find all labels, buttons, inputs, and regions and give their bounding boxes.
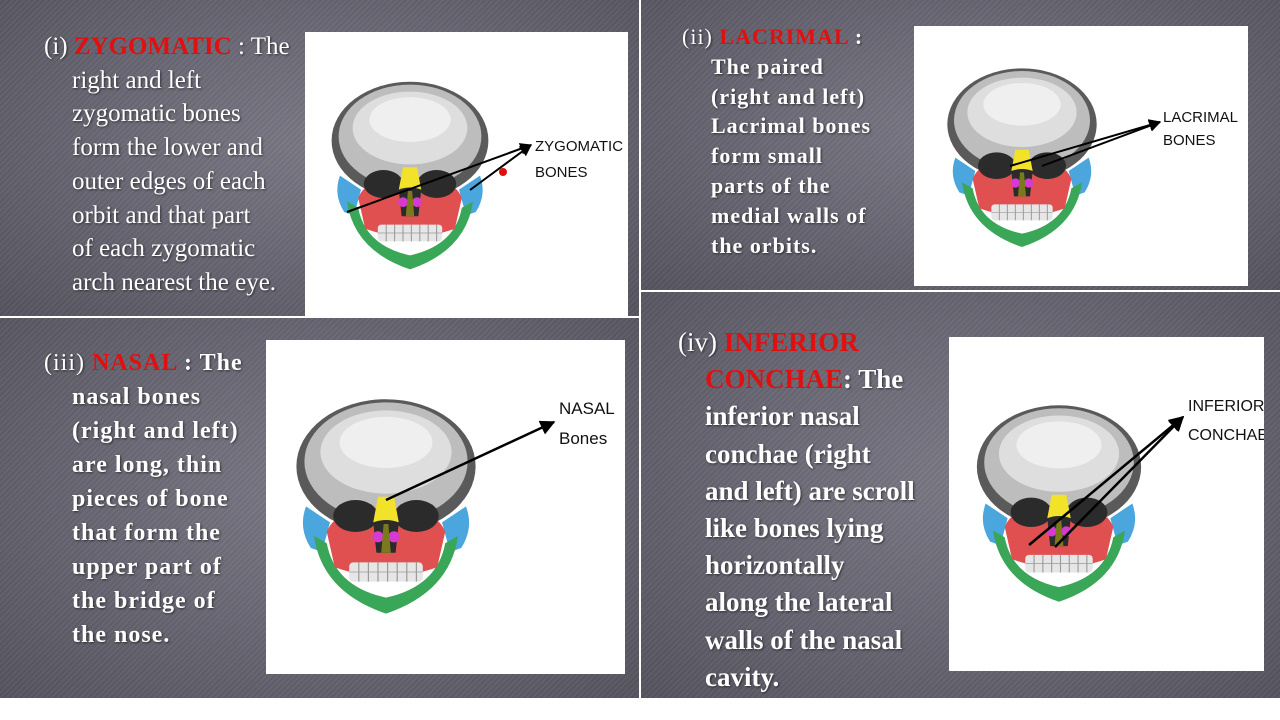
lacrimal-line-4: form small (711, 143, 824, 169)
lacrimal-number: (ii) (682, 24, 713, 49)
zygomatic-line-3: form the lower and (72, 134, 263, 162)
nasal-line-7: the bridge of (72, 588, 216, 614)
nasal-line-0: : The (177, 350, 243, 376)
lacrimal-arrow-left (1009, 119, 1162, 167)
panel-inferior-conchae: (iv) INFERIOR CONCHAE: The inferior nasa… (641, 292, 1280, 698)
conchae-skull-figure: INFERIOR CONCHAE (949, 337, 1264, 671)
nasal-heading: NASAL (92, 350, 178, 376)
conchae-heading-2: CONCHAE (705, 364, 844, 395)
conchae-description: (iv) INFERIOR CONCHAE: The inferior nasa… (678, 324, 915, 696)
zygomatic-heading: ZYGOMATIC (73, 33, 232, 60)
nasal-skull-diagram: NASAL Bones (295, 398, 615, 615)
nasal-line-3: are long, thin (72, 452, 223, 478)
zygomatic-line-7: arch nearest the eye. (72, 268, 277, 296)
nasal-description: (iii) NASAL : The nasal bones (right and… (44, 346, 243, 652)
lacrimal-line-3: Lacrimal bones (711, 113, 872, 139)
zygomatic-line-1: right and left (72, 66, 202, 94)
conchae-skull-diagram: INFERIOR CONCHAE (976, 398, 1264, 603)
lacrimal-line-5: parts of the (711, 172, 831, 198)
zygomatic-line-5: orbit and that part (72, 201, 251, 229)
nasal-line-5: that form the (72, 520, 221, 546)
conchae-line-8: cavity. (705, 661, 780, 692)
conchae-line-0: : The (843, 364, 904, 395)
lacrimal-skull-figure: LACRIMAL BONES (914, 26, 1248, 286)
lacrimal-line-0: : (848, 24, 864, 49)
lacrimal-arrow-right (1041, 120, 1162, 167)
nasal-figure-label-1: NASAL (559, 399, 615, 418)
lacrimal-description: (ii) LACRIMAL : The paired (right and le… (682, 22, 871, 260)
nasal-number: (iii) (44, 350, 85, 376)
lacrimal-line-7: the orbits. (711, 232, 818, 258)
nasal-line-8: the nose. (72, 622, 171, 648)
lacrimal-line-2: (right and left) (711, 83, 866, 109)
conchae-line-6: along the lateral (705, 587, 893, 618)
conchae-line-7: walls of the nasal (705, 624, 903, 655)
zygomatic-skull-diagram: ZYGOMATIC BONES (330, 81, 623, 271)
pointer-dot (499, 168, 507, 176)
zygomatic-line-4: outer edges of each (72, 167, 266, 195)
conchae-number: (iv) (678, 327, 717, 357)
zygomatic-number: (i) (44, 33, 68, 60)
zygomatic-figure-label-1: ZYGOMATIC (535, 138, 623, 155)
zygomatic-skull-figure: ZYGOMATIC BONES (305, 32, 628, 316)
conchae-heading-1: INFERIOR (723, 327, 859, 357)
zygomatic-line-0: : The (231, 33, 290, 60)
panel-lacrimal: (ii) LACRIMAL : The paired (right and le… (641, 0, 1280, 290)
conchae-figure-label-2: CONCHAE (1188, 427, 1264, 444)
zygomatic-line-2: zygomatic bones (72, 100, 241, 128)
conchae-line-5: horizontally (705, 550, 845, 581)
nasal-line-4: pieces of bone (72, 486, 229, 512)
lacrimal-figure-label-1: LACRIMAL (1163, 109, 1238, 126)
conchae-line-4: like bones lying (705, 513, 884, 544)
nasal-arrow (385, 420, 556, 502)
conchae-line-3: and left) are scroll (705, 475, 915, 506)
lacrimal-figure-label-2: BONES (1163, 132, 1216, 149)
nasal-line-6: upper part of (72, 554, 222, 580)
nasal-line-1: nasal bones (72, 384, 202, 410)
zygomatic-description: (i) ZYGOMATIC : The right and left zygom… (44, 30, 290, 300)
zygomatic-line-6: of each zygomatic (72, 235, 256, 263)
lacrimal-heading: LACRIMAL (719, 24, 849, 49)
zygomatic-figure-label-2: BONES (535, 164, 588, 181)
zygomatic-arrow-right (469, 144, 532, 191)
lacrimal-line-6: medial walls of (711, 202, 867, 228)
conchae-arrow-left (1028, 416, 1185, 546)
conchae-line-2: conchae (right (705, 438, 871, 469)
panel-zygomatic: (i) ZYGOMATIC : The right and left zygom… (0, 0, 639, 316)
nasal-line-2: (right and left) (72, 418, 239, 444)
conchae-line-1: inferior nasal (705, 401, 860, 432)
conchae-arrow-right (1054, 415, 1185, 548)
lacrimal-skull-diagram: LACRIMAL BONES (946, 67, 1238, 248)
nasal-skull-figure: NASAL Bones (266, 340, 625, 674)
panel-nasal: (iii) NASAL : The nasal bones (right and… (0, 318, 639, 698)
zygomatic-arrow-left (346, 143, 533, 213)
lacrimal-line-1: The paired (711, 53, 824, 79)
conchae-figure-label-1: INFERIOR (1188, 398, 1264, 415)
nasal-figure-label-2: Bones (559, 429, 607, 448)
